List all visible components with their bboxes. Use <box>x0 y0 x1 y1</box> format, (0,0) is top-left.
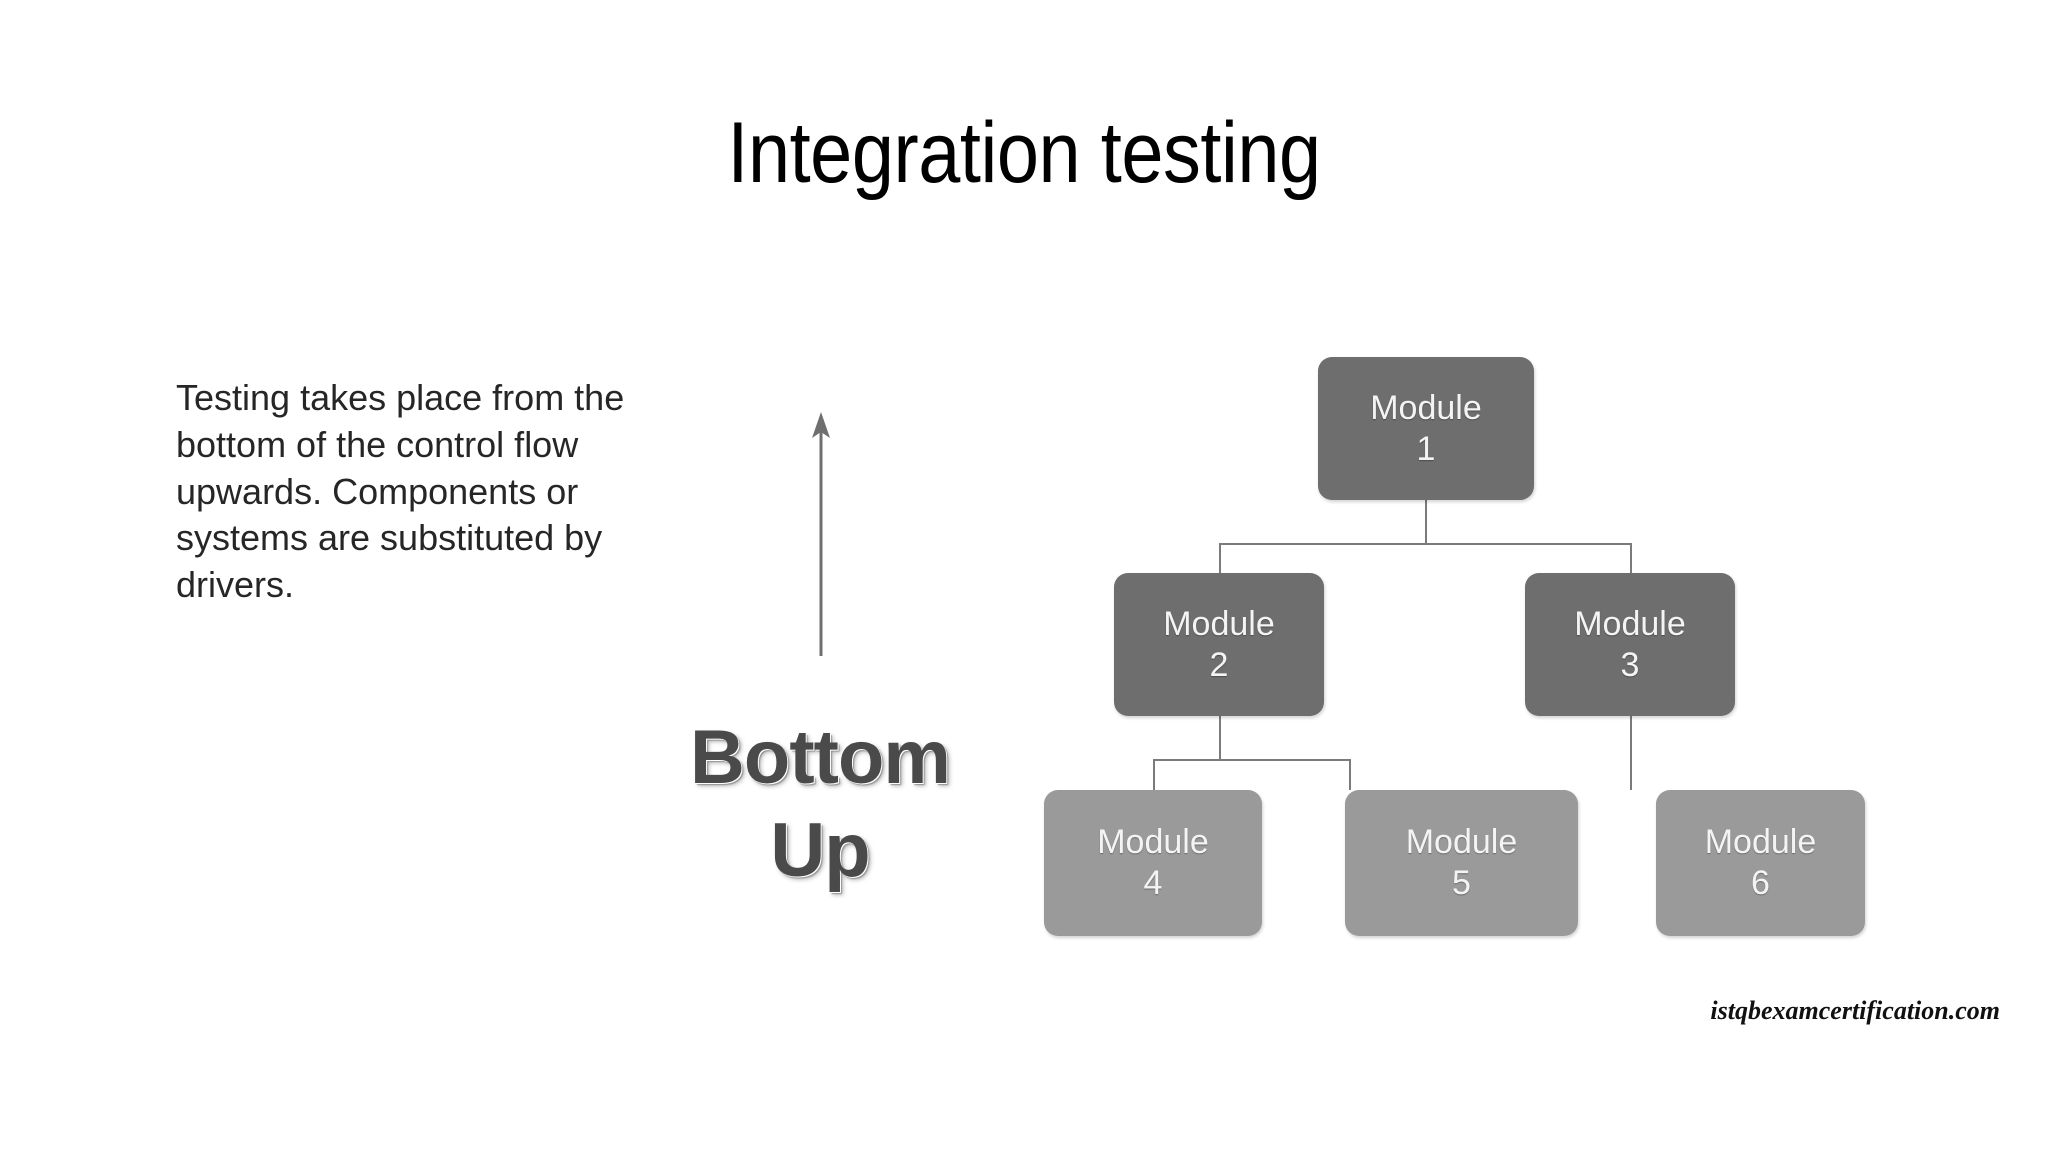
module-node-4-label: Module <box>1097 823 1209 862</box>
module-node-5[interactable]: Module 5 <box>1345 790 1578 936</box>
module-node-6-label: Module <box>1704 823 1817 862</box>
module-node-5-number: 5 <box>1452 864 1471 902</box>
connector-m2-stem <box>1219 716 1221 760</box>
module-node-1[interactable]: Module 1 <box>1318 357 1534 500</box>
module-node-2[interactable]: Module 2 <box>1114 573 1324 716</box>
direction-label-line2: Up <box>770 807 870 893</box>
upward-arrow-icon <box>780 408 864 660</box>
module-node-6[interactable]: Module 6 <box>1656 790 1865 936</box>
connector-m2-crossbar <box>1153 759 1350 761</box>
module-node-1-number: 1 <box>1416 429 1436 468</box>
body-paragraph: Testing takes place from the bottom of t… <box>176 377 625 606</box>
connector-m5-riser <box>1349 759 1351 790</box>
module-node-3[interactable]: Module 3 <box>1525 573 1735 716</box>
connector-m3-to-m6 <box>1630 716 1632 790</box>
module-node-5-label: Module <box>1405 823 1518 862</box>
connector-m1-stem <box>1425 500 1427 544</box>
connector-m3-riser <box>1630 543 1632 573</box>
attribution-text: istqbexamcertification.com <box>1710 996 2000 1025</box>
arrow-up-icon <box>812 412 830 656</box>
connector-m2-riser <box>1219 543 1221 573</box>
module-hierarchy-diagram: Module 1 Module 2 Module 3 Module 4 Modu… <box>1020 340 1900 960</box>
module-node-4[interactable]: Module 4 <box>1044 790 1262 936</box>
connector-m4-riser <box>1153 759 1155 790</box>
module-node-2-label: Module <box>1163 604 1275 643</box>
module-node-6-number: 6 <box>1751 864 1770 902</box>
direction-label: Bottom Up <box>600 712 1040 897</box>
connector-m1-crossbar <box>1219 543 1631 545</box>
direction-label-line1: Bottom <box>690 715 951 800</box>
module-node-4-number: 4 <box>1143 864 1163 902</box>
module-node-2-number: 2 <box>1209 645 1229 684</box>
module-node-1-label: Module <box>1370 388 1482 427</box>
module-node-3-number: 3 <box>1620 645 1640 684</box>
page-title: Integration testing <box>727 105 1321 201</box>
module-node-3-label: Module <box>1574 604 1686 643</box>
